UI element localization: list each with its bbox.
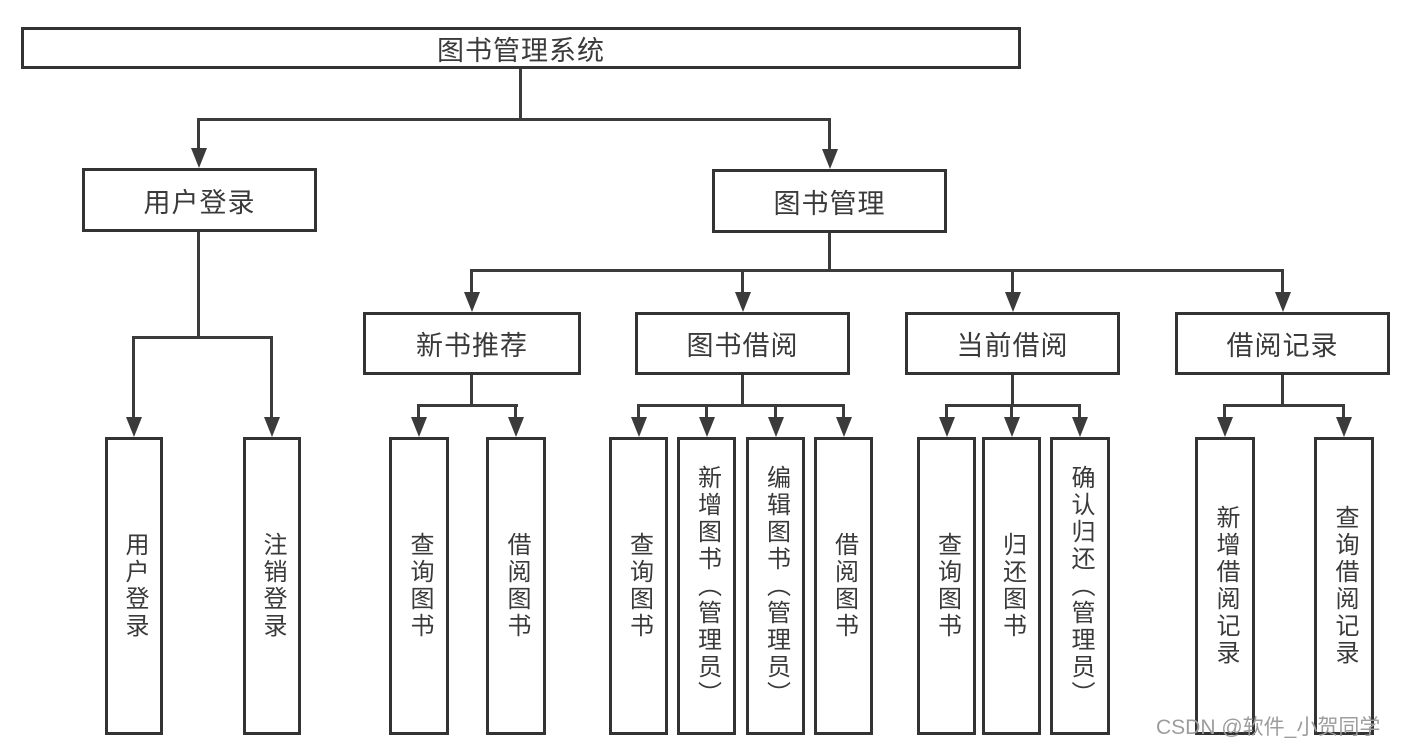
leaf-label: 查询图书	[625, 532, 653, 640]
connector	[741, 375, 744, 407]
leaf-label: 归还图书	[998, 532, 1026, 640]
leaf-label: 查询图书	[406, 532, 433, 640]
leaf-borrow-edit-books-admin: 编辑图书（管理员）	[746, 437, 805, 735]
leaf-current-return-books: 归还图书	[982, 437, 1041, 735]
leaf-user-login: 用户登录	[105, 437, 163, 735]
leaf-label: 新增图书（管理员）	[693, 464, 721, 708]
connector	[637, 404, 845, 407]
connector	[1281, 375, 1284, 407]
connector	[133, 336, 273, 339]
arrowhead	[126, 417, 142, 437]
leaf-logout: 注销登录	[243, 437, 301, 735]
arrowhead	[768, 417, 784, 437]
leaf-label: 查询图书	[933, 532, 961, 640]
connector	[1078, 404, 1081, 419]
arrowhead	[631, 417, 647, 437]
connector	[1010, 404, 1013, 419]
arrowhead	[1217, 417, 1233, 437]
connector	[828, 118, 831, 153]
leaf-newbook-query-books: 查询图书	[389, 437, 449, 735]
connector	[198, 118, 831, 121]
arrowhead	[508, 417, 524, 437]
leaf-label: 注销登录	[259, 532, 286, 640]
connector	[514, 404, 517, 419]
connector	[1281, 269, 1284, 294]
arrowhead	[699, 417, 715, 437]
leaf-label: 借阅图书	[830, 532, 858, 640]
leaf-current-query-books: 查询图书	[917, 437, 976, 735]
leaf-newbook-borrow-books: 借阅图书	[486, 437, 546, 735]
connector	[197, 232, 200, 338]
leaf-borrow-borrow-books: 借阅图书	[814, 437, 873, 735]
leaf-label: 用户登录	[121, 532, 148, 640]
connector	[1224, 404, 1345, 407]
node-borrow-records: 借阅记录	[1175, 312, 1390, 375]
connector	[132, 336, 135, 419]
connector	[519, 68, 522, 120]
connector	[418, 404, 518, 407]
arrowhead	[1004, 417, 1020, 437]
connector	[774, 404, 777, 419]
csdn-watermark: CSDN @软件_小贺同学	[1156, 716, 1381, 739]
connector	[842, 404, 845, 419]
arrowhead	[1005, 292, 1021, 312]
leaf-label: 新增借阅记录	[1212, 505, 1239, 667]
arrowhead	[411, 417, 427, 437]
node-user-login: 用户登录	[82, 168, 317, 232]
connector	[471, 269, 1284, 272]
connector	[1011, 375, 1014, 407]
leaf-label: 借阅图书	[503, 532, 530, 640]
connector	[1342, 404, 1345, 419]
leaf-label: 编辑图书（管理员）	[762, 464, 790, 708]
leaf-label: 确认归还（管理员）	[1067, 464, 1094, 708]
connector	[270, 336, 273, 419]
node-root: 图书管理系统	[21, 27, 1021, 69]
arrowhead	[822, 149, 838, 169]
arrowhead	[939, 417, 955, 437]
connector	[741, 269, 744, 294]
connector	[417, 404, 420, 419]
node-book-borrow: 图书借阅	[635, 312, 850, 375]
arrowhead	[264, 417, 280, 437]
connector	[945, 404, 1081, 407]
node-new-book-recommend: 新书推荐	[363, 312, 581, 375]
connector	[945, 404, 948, 419]
leaf-current-confirm-return-admin: 确认归还（管理员）	[1050, 437, 1110, 735]
leaf-borrow-query-books: 查询图书	[609, 437, 668, 735]
arrowhead	[1336, 417, 1352, 437]
connector	[1011, 269, 1014, 294]
connector	[470, 269, 473, 294]
leaf-borrow-add-books-admin: 新增图书（管理员）	[677, 437, 736, 735]
arrowhead	[836, 417, 852, 437]
connector	[1223, 404, 1226, 419]
arrowhead	[1275, 292, 1291, 312]
arrowhead	[735, 292, 751, 312]
leaf-label: 查询借阅记录	[1331, 505, 1358, 667]
node-book-management: 图书管理	[712, 169, 947, 233]
connector	[637, 404, 640, 419]
connector	[470, 375, 473, 407]
connector	[197, 118, 200, 152]
leaf-records-add-record: 新增借阅记录	[1195, 437, 1255, 735]
arrowhead	[191, 148, 207, 168]
arrowhead	[1072, 417, 1088, 437]
arrowhead	[464, 292, 480, 312]
connector	[705, 404, 708, 419]
connector	[828, 233, 831, 271]
leaf-records-query-record: 查询借阅记录	[1314, 437, 1374, 735]
node-current-borrow: 当前借阅	[905, 312, 1120, 375]
